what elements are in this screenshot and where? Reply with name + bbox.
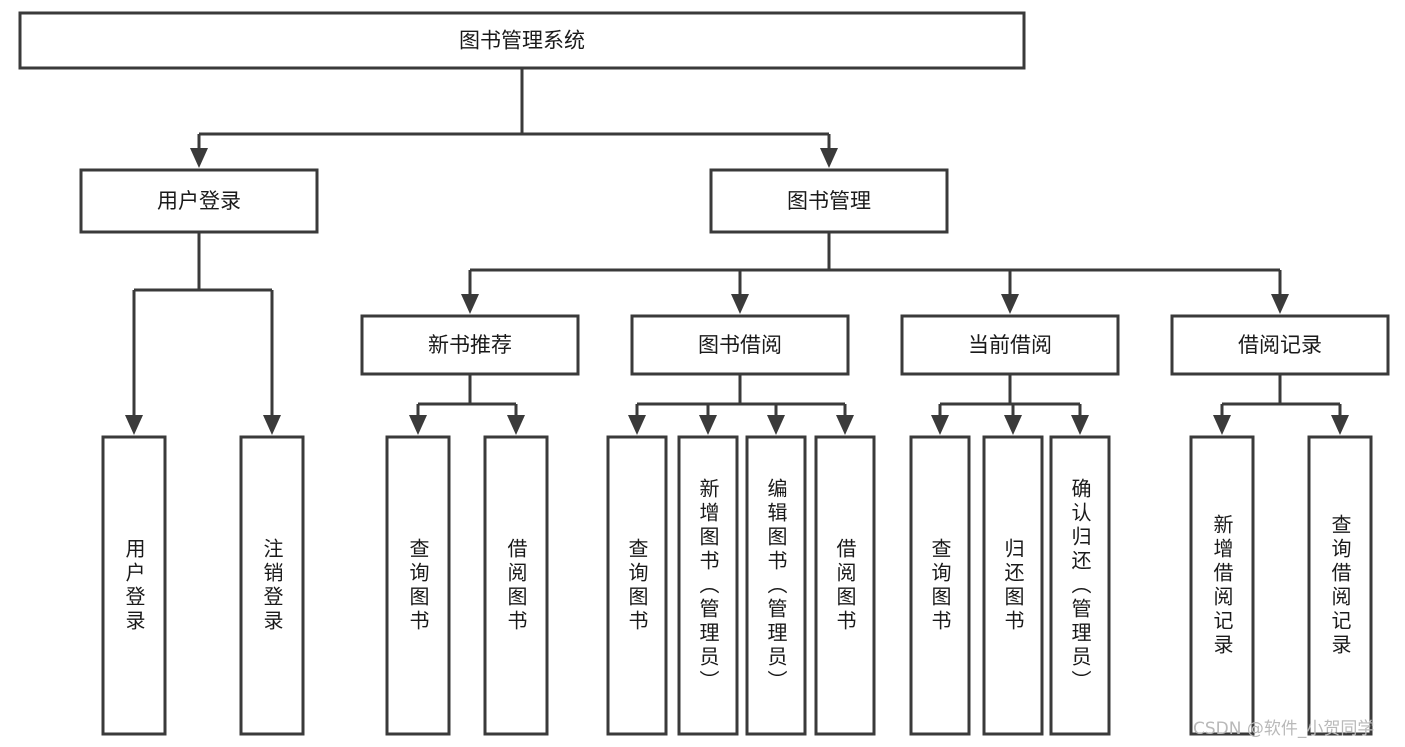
- arrow-head-icon: [1071, 415, 1089, 435]
- node-box-book-manage: [709, 168, 949, 234]
- arrow-head-icon: [125, 415, 143, 435]
- node-box-layer: [18, 11, 1390, 736]
- node-leaf-return-book[interactable]: [982, 435, 1044, 736]
- arrow-head-icon: [731, 294, 749, 314]
- node-label-borrow-record: 借阅记录: [1238, 333, 1322, 357]
- node-box-leaf-user-login: [101, 435, 167, 736]
- node-new-book-recommend[interactable]: [360, 314, 580, 376]
- arrow-head-icon: [1213, 415, 1231, 435]
- node-leaf-borrow-book-2[interactable]: [814, 435, 876, 736]
- node-book-borrow[interactable]: [630, 314, 850, 376]
- node-box-new-book-recommend: [360, 314, 580, 376]
- node-box-current-borrow: [900, 314, 1120, 376]
- node-label-book-borrow: 图书借阅: [698, 333, 782, 357]
- node-box-leaf-confirm-return: [1049, 435, 1111, 736]
- node-leaf-query-book-3[interactable]: [909, 435, 971, 736]
- node-box-leaf-query-book-2: [606, 435, 668, 736]
- arrow-head-icon: [507, 415, 525, 435]
- node-label-book-manage: 图书管理: [787, 189, 871, 213]
- arrow-head-icon: [1271, 294, 1289, 314]
- arrow-head-icon: [767, 415, 785, 435]
- node-leaf-user-login[interactable]: [101, 435, 167, 736]
- node-leaf-confirm-return[interactable]: [1049, 435, 1111, 736]
- node-leaf-borrow-book-1[interactable]: [483, 435, 549, 736]
- node-box-leaf-borrow-book-2: [814, 435, 876, 736]
- node-box-root: [18, 11, 1026, 70]
- connector-layer: [125, 68, 1349, 435]
- arrow-head-icon: [1331, 415, 1349, 435]
- node-book-manage[interactable]: [709, 168, 949, 234]
- node-leaf-query-book-2[interactable]: [606, 435, 668, 736]
- node-box-book-borrow: [630, 314, 850, 376]
- node-borrow-record[interactable]: [1170, 314, 1390, 376]
- node-leaf-add-book[interactable]: [677, 435, 739, 736]
- node-label-root: 图书管理系统: [459, 29, 585, 53]
- arrow-head-icon: [190, 148, 208, 168]
- node-box-leaf-borrow-book-1: [483, 435, 549, 736]
- node-user-login[interactable]: [79, 168, 319, 234]
- arrow-head-icon: [628, 415, 646, 435]
- node-leaf-logout[interactable]: [239, 435, 305, 736]
- node-box-leaf-edit-book: [745, 435, 807, 736]
- node-box-leaf-add-book: [677, 435, 739, 736]
- arrow-head-icon: [1001, 294, 1019, 314]
- node-box-leaf-return-book: [982, 435, 1044, 736]
- node-box-borrow-record: [1170, 314, 1390, 376]
- node-box-leaf-query-borrow-record: [1307, 435, 1373, 736]
- node-leaf-query-borrow-record[interactable]: [1307, 435, 1373, 736]
- node-box-leaf-query-book-1: [385, 435, 451, 736]
- node-leaf-edit-book[interactable]: [745, 435, 807, 736]
- node-box-leaf-query-book-3: [909, 435, 971, 736]
- arrow-head-icon: [1004, 415, 1022, 435]
- arrow-head-icon: [263, 415, 281, 435]
- node-label-new-book-recommend: 新书推荐: [428, 333, 512, 357]
- arrow-head-icon: [820, 148, 838, 168]
- arrow-head-icon: [409, 415, 427, 435]
- node-box-leaf-logout: [239, 435, 305, 736]
- node-leaf-add-borrow-record[interactable]: [1189, 435, 1255, 736]
- arrow-head-icon: [836, 415, 854, 435]
- node-label-user-login: 用户登录: [157, 189, 241, 213]
- csdn-watermark: CSDN @软件_小贺同学: [1193, 719, 1375, 739]
- node-box-leaf-add-borrow-record: [1189, 435, 1255, 736]
- node-box-user-login: [79, 168, 319, 234]
- node-leaf-query-book-1[interactable]: [385, 435, 451, 736]
- node-label-current-borrow: 当前借阅: [968, 333, 1052, 357]
- arrow-head-icon: [461, 294, 479, 314]
- arrow-head-icon: [931, 415, 949, 435]
- arrow-head-icon: [699, 415, 717, 435]
- node-current-borrow[interactable]: [900, 314, 1120, 376]
- node-root[interactable]: [18, 11, 1026, 70]
